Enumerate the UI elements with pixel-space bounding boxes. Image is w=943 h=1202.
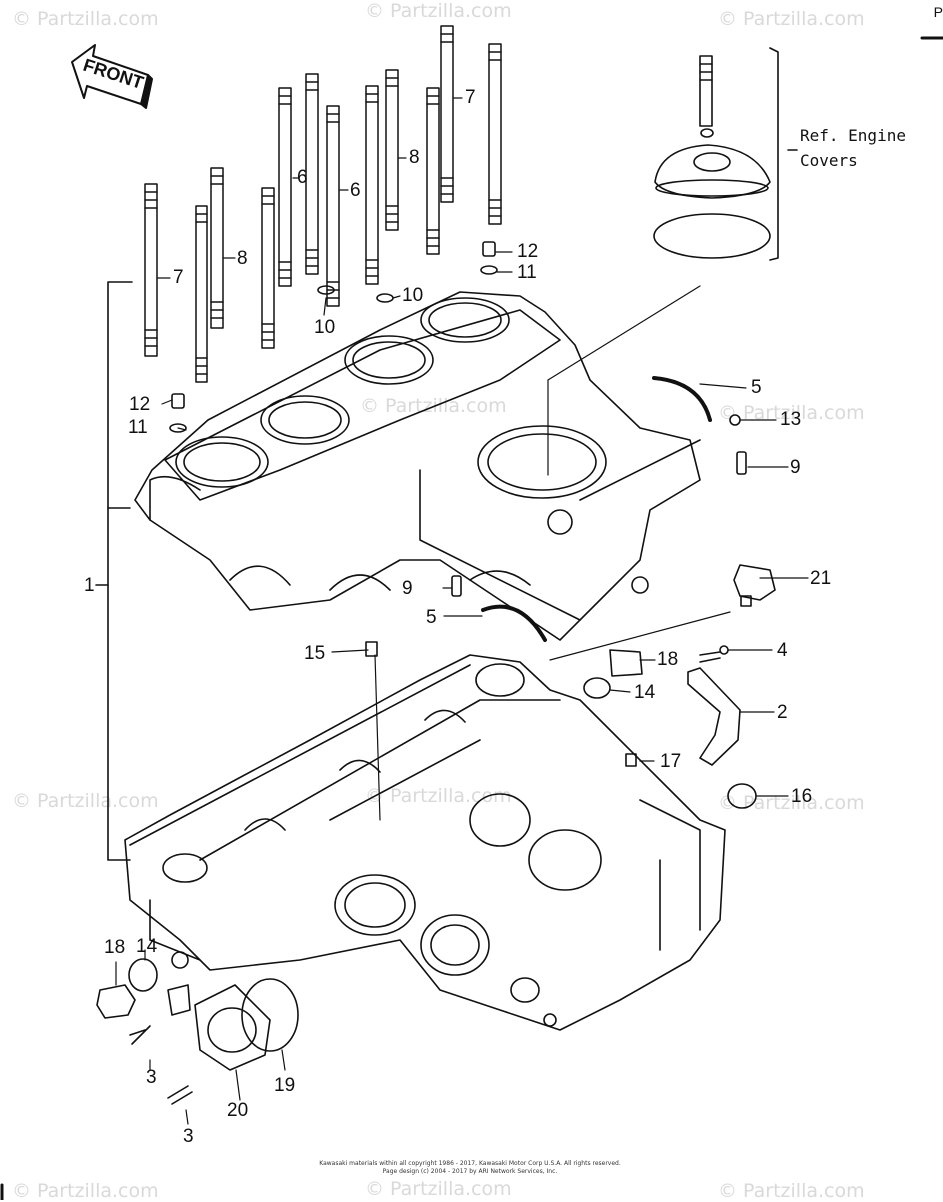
bolt bbox=[699, 651, 721, 663]
callout-17: 17 bbox=[660, 751, 682, 772]
dowel bbox=[171, 393, 185, 409]
lower-crankcase bbox=[124, 654, 726, 1031]
small-parts bbox=[169, 241, 747, 642]
callout-4: 4 bbox=[777, 640, 788, 661]
callout-7: 7 bbox=[465, 87, 476, 108]
callout-8: 8 bbox=[237, 248, 248, 269]
callout-18: 18 bbox=[104, 937, 126, 958]
upper-crankcase bbox=[134, 291, 701, 641]
stud bbox=[195, 205, 208, 383]
callout-7: 7 bbox=[173, 267, 184, 288]
stud bbox=[305, 73, 319, 275]
callout-5: 5 bbox=[751, 377, 762, 398]
cover-gasket bbox=[653, 213, 771, 259]
dowel-pin bbox=[736, 451, 747, 475]
callout-1: 1 bbox=[84, 575, 95, 596]
callout-11: 11 bbox=[517, 262, 537, 283]
callout-11: 11 bbox=[128, 417, 148, 438]
callout-9: 9 bbox=[402, 578, 413, 599]
callout-20: 20 bbox=[227, 1100, 249, 1121]
copyright-line1: Kawasaki materials within all copyright … bbox=[319, 1160, 621, 1167]
pipe bbox=[167, 984, 191, 1016]
front-arrow-icon: FRONT bbox=[71, 44, 153, 109]
dowel-pin bbox=[451, 575, 462, 597]
cover-bolt bbox=[699, 55, 713, 127]
stud bbox=[426, 87, 440, 255]
right-small-parts bbox=[365, 564, 776, 809]
stud bbox=[278, 87, 292, 287]
callout-10: 10 bbox=[314, 317, 336, 338]
plug bbox=[96, 984, 136, 1019]
bolt bbox=[129, 1025, 151, 1045]
bearing-shell bbox=[652, 376, 712, 422]
dowel bbox=[482, 241, 496, 257]
callout-5: 5 bbox=[426, 607, 437, 628]
callout-13: 13 bbox=[780, 409, 802, 430]
watermark: © Partzilla.com bbox=[12, 790, 159, 812]
callout-12: 12 bbox=[517, 241, 539, 262]
callout-8: 8 bbox=[409, 147, 420, 168]
cylinder-studs bbox=[144, 25, 502, 383]
washer bbox=[376, 293, 394, 303]
drain-plug bbox=[727, 783, 757, 809]
plug-small bbox=[625, 753, 637, 767]
stud bbox=[488, 43, 502, 225]
gasket bbox=[241, 978, 299, 1052]
callout-18: 18 bbox=[657, 649, 679, 670]
reference-bracket bbox=[769, 47, 779, 261]
bottom-left-parts bbox=[96, 958, 299, 1105]
callout-6: 6 bbox=[297, 167, 308, 188]
bolt bbox=[167, 1085, 193, 1105]
assembly-bracket bbox=[95, 281, 133, 861]
stud bbox=[261, 187, 275, 349]
o-ring bbox=[583, 677, 611, 699]
watermark: © Partzilla.com bbox=[12, 8, 159, 30]
callout-16: 16 bbox=[791, 786, 813, 807]
stud bbox=[144, 183, 158, 357]
callout-21: 21 bbox=[810, 568, 832, 589]
corner-mark: P bbox=[933, 4, 943, 20]
callout-2: 2 bbox=[777, 702, 788, 723]
callout-3: 3 bbox=[146, 1067, 157, 1088]
ball bbox=[729, 414, 741, 426]
watermark: © Partzilla.com bbox=[365, 0, 512, 22]
washer bbox=[480, 265, 498, 275]
reference-label-line1: Ref. Engine bbox=[800, 126, 906, 145]
callout-6: 6 bbox=[350, 180, 361, 201]
callout-12: 12 bbox=[129, 394, 151, 415]
watermark: © Partzilla.com bbox=[718, 402, 865, 424]
plug-small bbox=[365, 641, 378, 657]
cover-washer bbox=[700, 128, 714, 138]
callout-19: 19 bbox=[274, 1075, 296, 1096]
stud bbox=[210, 167, 224, 329]
leader-lines bbox=[115, 97, 809, 1125]
watermark: © Partzilla.com bbox=[718, 1180, 865, 1202]
oil-pressure-switch bbox=[733, 564, 776, 601]
callout-9: 9 bbox=[790, 457, 801, 478]
stud bbox=[440, 25, 454, 203]
callout-3: 3 bbox=[183, 1126, 194, 1147]
washer bbox=[317, 285, 335, 295]
stud bbox=[365, 85, 379, 285]
callout-15: 15 bbox=[304, 643, 326, 664]
watermark: © Partzilla.com bbox=[718, 8, 865, 30]
washer bbox=[169, 423, 187, 433]
stud bbox=[326, 105, 340, 307]
watermark: © Partzilla.com bbox=[12, 1180, 159, 1202]
callout-14: 14 bbox=[136, 936, 158, 957]
engine-cover bbox=[653, 55, 771, 259]
callout-10: 10 bbox=[402, 285, 424, 306]
watermark: © Partzilla.com bbox=[365, 785, 512, 807]
o-ring bbox=[128, 958, 158, 992]
watermark: © Partzilla.com bbox=[718, 792, 865, 814]
stud bbox=[385, 69, 399, 231]
cover bbox=[194, 984, 271, 1071]
watermark: © Partzilla.com bbox=[365, 1178, 512, 1200]
bracket bbox=[687, 667, 741, 766]
reference-label-line2: Covers bbox=[800, 151, 858, 170]
plug bbox=[609, 649, 643, 677]
callout-14: 14 bbox=[634, 682, 656, 703]
copyright-line2: Page design (c) 2004 - 2017 by ARI Netwo… bbox=[382, 1168, 558, 1175]
